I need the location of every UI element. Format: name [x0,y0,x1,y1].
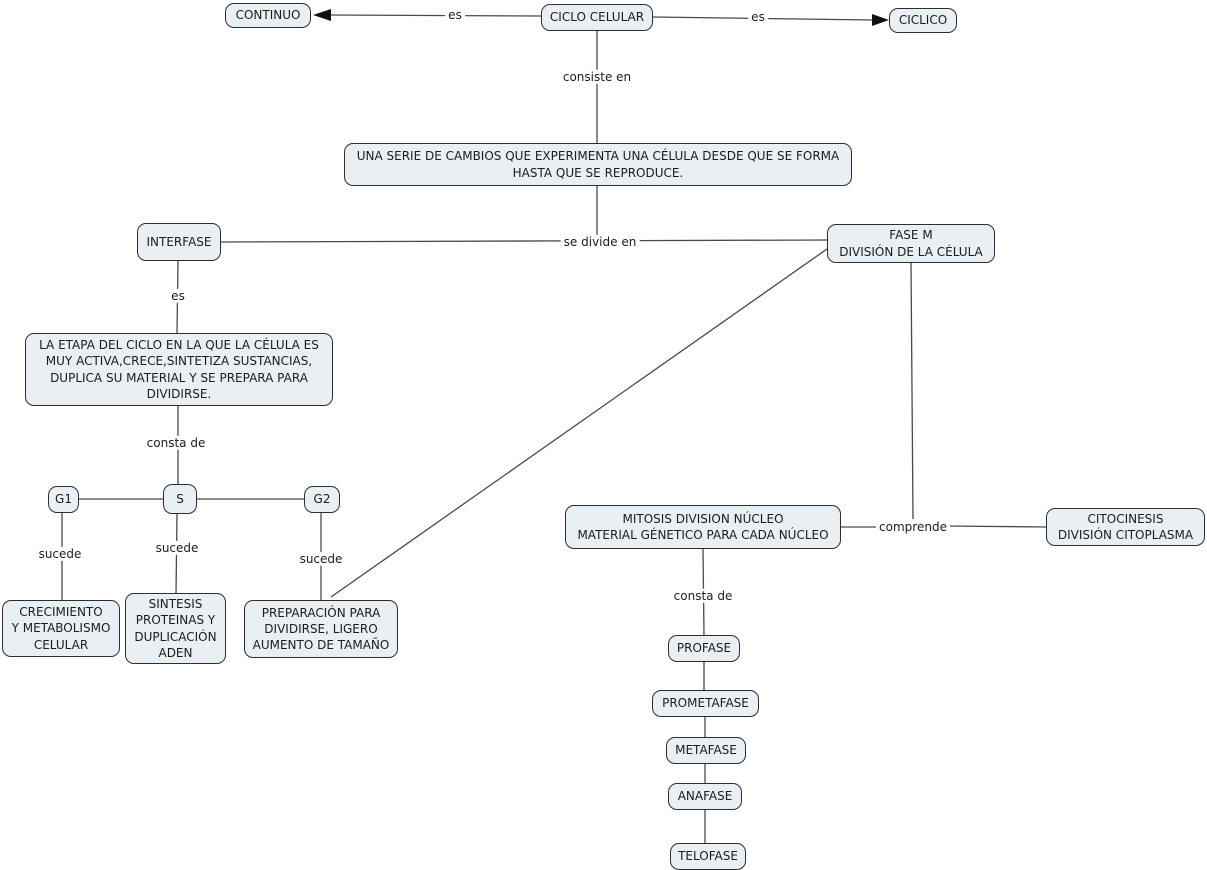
edge-label-consiste-en: consiste en [559,69,635,85]
node-anafase[interactable]: ANAFASE [668,783,742,810]
node-telofase[interactable]: TELOFASE [670,843,746,870]
edge-label-es-ciclico: es [748,9,768,25]
edge-label-consta-de-interfase: consta de [143,435,209,451]
edge-comprende-citocinesis [946,525,1047,528]
edge-fasem-preparacion [330,248,828,598]
node-s[interactable]: S [163,484,197,514]
node-profase[interactable]: PROFASE [668,635,740,662]
node-fase-m[interactable]: FASE M DIVISIÓN DE LA CÉLULA [827,224,995,263]
edge-interfase-fasem [220,239,828,243]
arrowhead-left-icon [313,9,331,21]
edge-label-sucede-g1: sucede [35,546,85,562]
edge-label-sucede-g2: sucede [296,551,346,567]
node-crecimiento[interactable]: CRECIMIENTO Y METABOLISMO CELULAR [2,600,120,657]
edge-label-es-interfase: es [168,288,188,304]
edge-ciclo-continuo [329,14,542,17]
node-ciclo-celular[interactable]: CICLO CELULAR [541,4,653,31]
node-g1[interactable]: G1 [48,486,79,513]
node-etapa-interfase[interactable]: LA ETAPA DEL CICLO EN LA QUE LA CÉLULA E… [25,333,333,406]
node-continuo[interactable]: CONTINUO [225,3,311,28]
edge-label-es-continuo: es [445,7,465,23]
arrowhead-right-icon [872,14,889,26]
edge-label-sucede-s: sucede [152,540,202,556]
node-preparacion[interactable]: PREPARACIÓN PARA DIVIDIRSE, LIGERO AUMEN… [244,600,398,658]
node-descripcion-ciclo[interactable]: UNA SERIE DE CAMBIOS QUE EXPERIMENTA UNA… [344,143,852,186]
node-sintesis[interactable]: SINTESIS PROTEINAS Y DUPLICACIÓN ADEN [125,593,226,664]
edge-fasem-comprende [910,262,914,520]
node-g2[interactable]: G2 [304,486,340,513]
edge-label-se-divide-en: se divide en [560,234,640,250]
node-prometafase[interactable]: PROMETAFASE [652,690,759,717]
node-mitosis[interactable]: MITOSIS DIVISION NÚCLEO MATERIAL GÉNETIC… [565,505,841,549]
node-metafase[interactable]: METAFASE [666,737,746,764]
edge-label-comprende: comprende [876,519,950,535]
node-interfase[interactable]: INTERFASE [137,223,221,261]
edge-label-consta-de-mitosis: consta de [670,588,736,604]
node-ciclico[interactable]: CICLICO [889,8,957,33]
node-citocinesis[interactable]: CITOCINESIS DIVISIÓN CITOPLASMA [1046,508,1205,546]
